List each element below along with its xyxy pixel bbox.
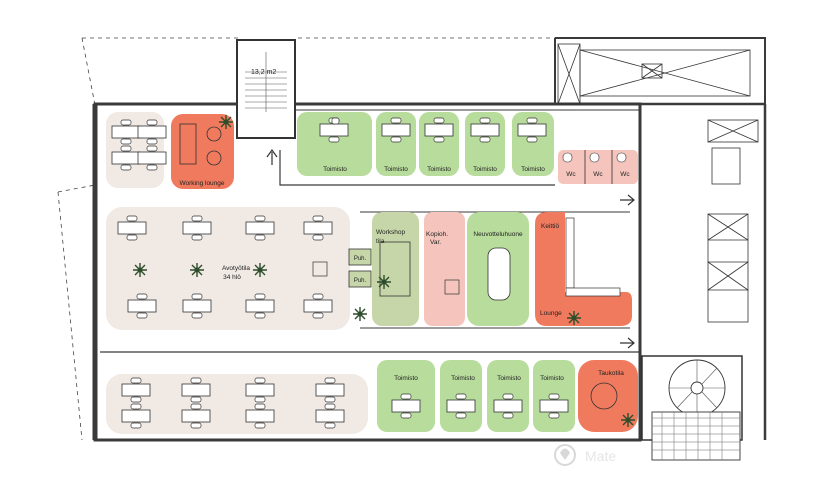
- toimisto-label-9: Toimisto: [540, 375, 564, 382]
- working-lounge-label: Working lounge: [179, 180, 224, 187]
- meeting-room-label: Neuvotteluhuone: [473, 231, 523, 238]
- copy-room: Kopioh. Var.: [424, 212, 465, 326]
- copy-room-label-2: Var.: [430, 239, 441, 246]
- toimisto-top-row: Toimisto Toimisto Toimisto Toimisto Toim…: [297, 112, 554, 176]
- wc-label-3: Wc: [620, 171, 630, 178]
- spiral-stair: [641, 355, 743, 461]
- break-room: Taukotila: [578, 360, 638, 432]
- puh-label-1: Puh.: [354, 256, 367, 262]
- elevator-shafts: [707, 213, 749, 323]
- toimisto-label-2: Toimisto: [384, 166, 408, 173]
- puh-label-2: Puh.: [354, 278, 367, 284]
- location-pin-icon: [554, 444, 576, 466]
- working-lounge-zone: Working lounge: [106, 112, 234, 189]
- workshop-label-1: Workshop: [376, 229, 406, 236]
- kitchen-lounge: Keittiö Lounge: [535, 212, 632, 326]
- toimisto-bottom-row: Toimisto Toimisto Toimisto Toimisto: [377, 360, 575, 432]
- copy-room-label-1: Kopioh.: [426, 231, 448, 238]
- site-boundary: [57, 37, 555, 441]
- stair-area-label: 13,2 m2: [251, 69, 276, 76]
- phone-booths: Puh. Puh.: [348, 248, 372, 322]
- toimisto-label-1: Toimisto: [323, 166, 347, 173]
- workshop-room: Workshop tila: [372, 212, 419, 326]
- open-office-label-2: 34 hlö: [223, 274, 241, 281]
- wc-label-2: Wc: [593, 171, 603, 178]
- arrow-right-icon: [620, 194, 635, 206]
- wc-label-1: Wc: [566, 171, 576, 178]
- toimisto-label-5: Toimisto: [521, 166, 545, 173]
- watermark: Mate: [554, 444, 616, 466]
- toimisto-label-6: Toimisto: [394, 375, 418, 382]
- toimisto-label-3: Toimisto: [427, 166, 451, 173]
- arrow-right-icon: [620, 337, 635, 349]
- wc-rooms: Wc Wc Wc: [558, 147, 741, 185]
- technical-room: [557, 43, 759, 143]
- toimisto-label-7: Toimisto: [451, 375, 475, 382]
- kitchen-label: Keittiö: [541, 223, 559, 230]
- break-room-label: Taukotila: [598, 370, 624, 377]
- open-office-zone: Avotyötila 34 hlö: [106, 207, 350, 330]
- workshop-label-2: tila: [376, 238, 385, 245]
- toimisto-label-8: Toimisto: [497, 375, 521, 382]
- open-office-label-1: Avotyötila: [222, 265, 250, 272]
- open-office-bottom: [106, 374, 368, 434]
- arrow-up-icon: [266, 148, 278, 165]
- watermark-text: Mate: [585, 448, 616, 464]
- lounge-label: Lounge: [540, 310, 562, 317]
- toimisto-label-4: Toimisto: [473, 166, 497, 173]
- meeting-room: Neuvotteluhuone: [467, 212, 529, 326]
- stairwell: 13,2 m2: [236, 39, 296, 139]
